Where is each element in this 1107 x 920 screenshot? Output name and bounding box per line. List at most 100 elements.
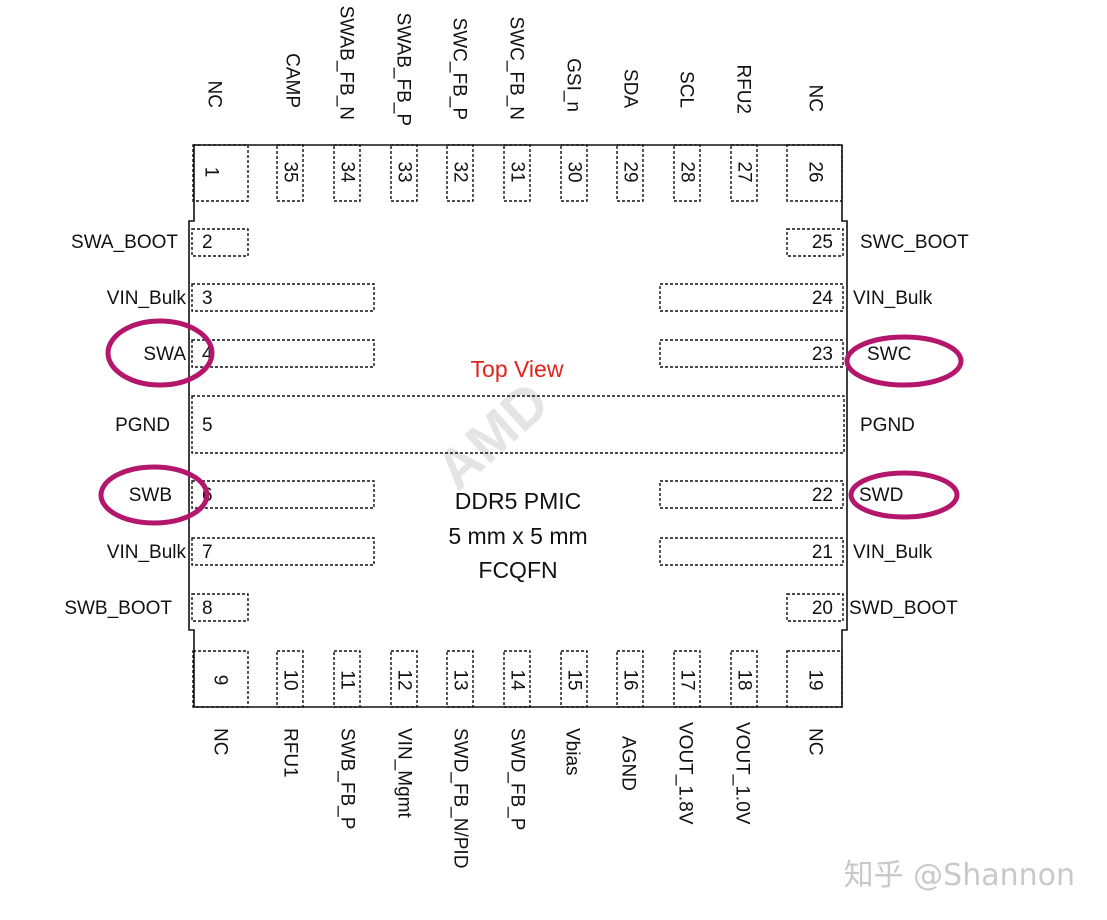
chip-package: FCQFN bbox=[478, 557, 557, 583]
pin-pad-4 bbox=[191, 339, 375, 368]
pgnd-pad bbox=[191, 395, 845, 454]
pin-number: 22 bbox=[812, 485, 833, 506]
pin-name: SCL bbox=[676, 71, 697, 108]
pin-number: 27 bbox=[734, 161, 755, 182]
pin-name: SWB bbox=[129, 485, 172, 506]
pin-name: VOUT_1.8V bbox=[675, 722, 696, 825]
top-pin-numbers: 1 35 34 33 32 31 30 29 28 27 26 bbox=[201, 161, 826, 183]
top-view-label: Top View bbox=[471, 356, 564, 382]
pin-pad-34 bbox=[333, 144, 361, 202]
pin-number: 28 bbox=[677, 161, 698, 182]
pin-pad-9 bbox=[192, 650, 249, 708]
pin-number: 21 bbox=[812, 542, 833, 563]
pin-number: 20 bbox=[812, 598, 833, 619]
pin-pad-6 bbox=[191, 480, 375, 509]
pin-number: 29 bbox=[620, 161, 641, 182]
pin-name: GSI_n bbox=[563, 58, 584, 112]
watermark-text: AMD bbox=[423, 369, 560, 501]
right-pin-names: SWC_BOOT VIN_Bulk SWC PGND SWD VIN_Bulk … bbox=[849, 232, 969, 619]
pin-pad-10 bbox=[276, 650, 304, 708]
right-pin-numbers: 25 24 23 22 21 20 bbox=[812, 232, 834, 619]
pin-pad-33 bbox=[390, 144, 418, 202]
pin-pad-22 bbox=[659, 480, 844, 509]
pin-pad-19 bbox=[786, 650, 843, 708]
pin-pad-16 bbox=[616, 650, 644, 708]
pin-name: PGND bbox=[115, 415, 170, 436]
pin-name: CAMP bbox=[282, 53, 303, 108]
bottom-pin-names: NC RFU1 SWB_FB_P VIN_Mgmt SWD_FB_N/PID S… bbox=[210, 722, 826, 868]
pin-number: 19 bbox=[805, 669, 826, 690]
pin-name: SWC_BOOT bbox=[860, 232, 969, 253]
pin-name: SWC_FB_P bbox=[449, 18, 470, 120]
pin-number: 34 bbox=[337, 161, 358, 183]
pin-pad-27 bbox=[730, 144, 758, 202]
pin-pad-11 bbox=[333, 650, 361, 708]
pin-number: 32 bbox=[450, 161, 471, 182]
pin-number: 35 bbox=[280, 161, 301, 182]
pin-pad-29 bbox=[616, 144, 644, 202]
pin-number: 26 bbox=[805, 161, 826, 182]
pin-name: NC bbox=[210, 728, 231, 755]
pin-number: 25 bbox=[812, 232, 833, 253]
pin-number: 14 bbox=[507, 669, 528, 691]
pin-pad-25 bbox=[786, 228, 844, 257]
pin-pad-3 bbox=[191, 283, 375, 312]
pin-number: 24 bbox=[812, 288, 834, 309]
pin-number: 18 bbox=[734, 669, 755, 690]
pin-pad-14 bbox=[503, 650, 531, 708]
pin-name: SWB_BOOT bbox=[64, 598, 172, 619]
pin-name: RFU1 bbox=[280, 728, 301, 778]
pin-pad-24 bbox=[659, 283, 844, 312]
pin-name: SWD bbox=[859, 485, 903, 506]
pin-pad-28 bbox=[673, 144, 701, 202]
pin-name: PGND bbox=[860, 415, 915, 436]
pin-name: SDA bbox=[620, 69, 641, 108]
pin-number: 3 bbox=[202, 288, 213, 309]
pin-number: 30 bbox=[564, 161, 585, 182]
pin-number: 16 bbox=[620, 669, 641, 690]
bottom-pin-numbers: 9 10 11 12 13 14 15 16 17 18 19 bbox=[210, 669, 826, 691]
pin-pad-13 bbox=[446, 650, 474, 708]
pin-number: 4 bbox=[202, 344, 213, 365]
pin-pad-31 bbox=[503, 144, 531, 202]
pin-name: VIN_Bulk bbox=[107, 288, 187, 309]
pin-name: SWC bbox=[867, 344, 911, 365]
pin-name: NC bbox=[805, 85, 826, 112]
pin-pad-35 bbox=[276, 144, 304, 202]
pin-pad-17 bbox=[673, 650, 701, 708]
pin-pad-18 bbox=[730, 650, 758, 708]
pin-name: SWB_FB_P bbox=[337, 728, 358, 829]
pin-number: 31 bbox=[507, 161, 528, 182]
pin-pad-12 bbox=[390, 650, 418, 708]
pin-name: SWAB_FB_P bbox=[393, 13, 414, 126]
pin-name: SWD_BOOT bbox=[849, 598, 958, 619]
pin-name: VIN_Mgmt bbox=[394, 728, 415, 818]
pin-number: 13 bbox=[450, 669, 471, 690]
pin-name: VIN_Bulk bbox=[107, 542, 187, 563]
pin-number: 2 bbox=[202, 232, 213, 253]
pin-number: 11 bbox=[337, 670, 358, 690]
chip-size: 5 mm x 5 mm bbox=[448, 523, 587, 549]
highlight-swd bbox=[848, 470, 960, 520]
pin-number: 9 bbox=[210, 675, 231, 686]
pin-pad-20 bbox=[786, 593, 844, 622]
credit-text: 知乎 @Shannon bbox=[844, 858, 1075, 893]
pin-name: NC bbox=[805, 728, 826, 755]
pin-number: 15 bbox=[564, 669, 585, 690]
pin-pad-30 bbox=[560, 144, 588, 202]
pin-name: SWA bbox=[143, 344, 186, 365]
pin-name: SWA_BOOT bbox=[71, 232, 178, 253]
pin-pad-7 bbox=[191, 537, 375, 566]
pin-number: 10 bbox=[280, 669, 301, 690]
chip-name: DDR5 PMIC bbox=[455, 488, 582, 514]
pin-pad-32 bbox=[446, 144, 474, 202]
pin-name: AGND bbox=[618, 736, 639, 791]
pin-name: RFU2 bbox=[733, 64, 754, 114]
top-pin-names: NC CAMP SWAB_FB_N SWAB_FB_P SWC_FB_P SWC… bbox=[204, 6, 826, 126]
left-pin-numbers: 2 3 4 5 6 7 8 bbox=[202, 232, 213, 619]
pin-number: 5 bbox=[202, 415, 213, 436]
pin-number: 7 bbox=[202, 542, 213, 563]
pin-pad-2 bbox=[191, 228, 249, 257]
highlight-swb bbox=[98, 464, 210, 526]
left-pin-names: SWA_BOOT VIN_Bulk SWA PGND SWB VIN_Bulk … bbox=[64, 232, 186, 619]
